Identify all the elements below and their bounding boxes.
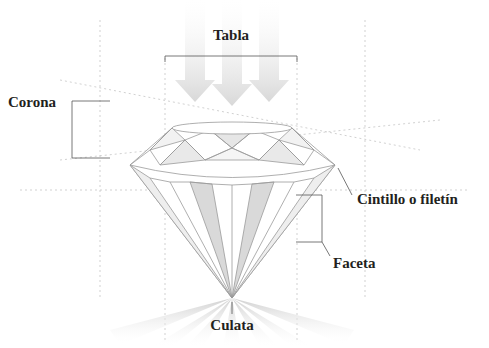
- light-rays: [110, 298, 354, 348]
- part-label: Culata: [210, 318, 253, 333]
- guide-lines: [20, 20, 470, 340]
- part-label: Corona: [8, 95, 56, 110]
- part-label: Faceta: [333, 256, 375, 271]
- diamond: [130, 122, 335, 298]
- part-label: Cintillo o filetín: [357, 192, 458, 207]
- part-label: Tabla: [213, 28, 249, 43]
- light-arrows: [175, 0, 289, 106]
- leader-lines: [72, 56, 352, 314]
